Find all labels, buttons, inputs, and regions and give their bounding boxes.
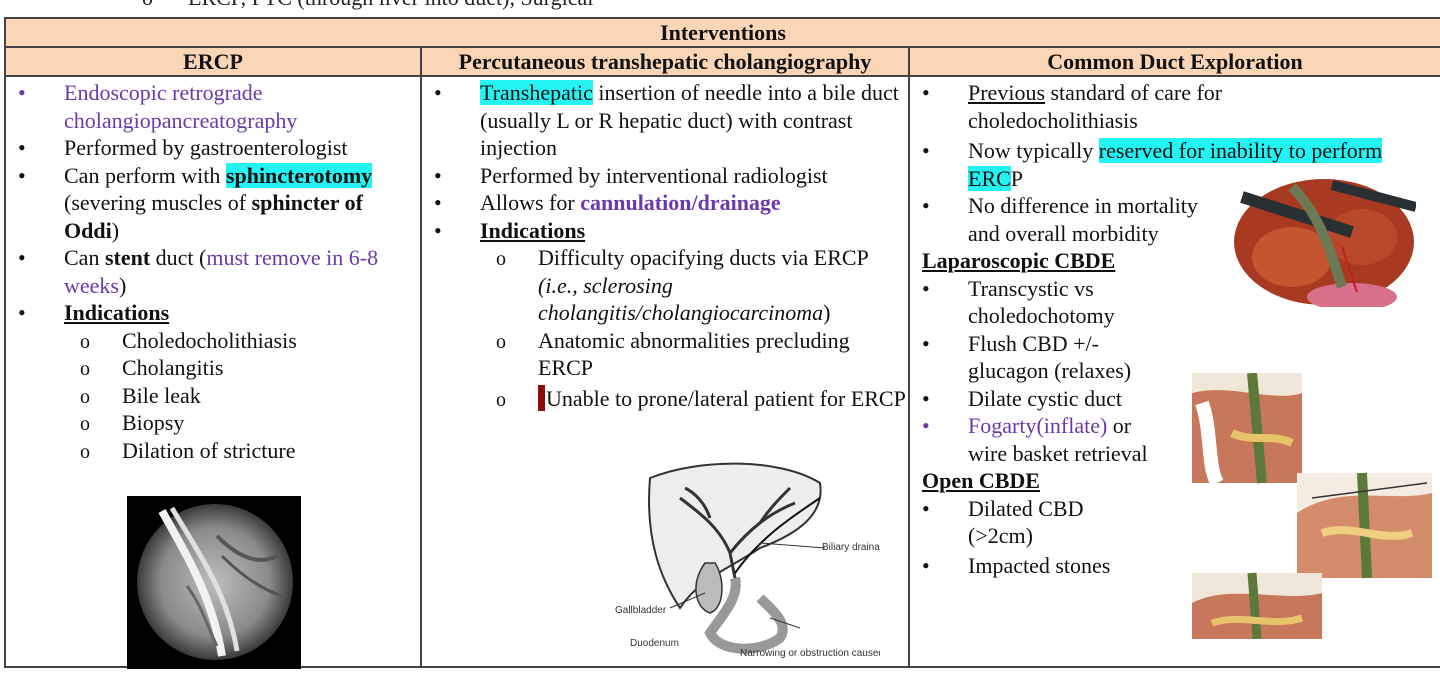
ptc-cell: Transhepatic insertion of needle into a … bbox=[420, 75, 910, 668]
list-item: Dilate cystic duct bbox=[910, 385, 1170, 413]
text-span: Can perform with bbox=[64, 162, 226, 188]
list-item: Transcystic vs choledochotomy bbox=[910, 275, 1170, 330]
column-header-ercp: ERCP bbox=[4, 46, 422, 77]
text-span: No difference in mortality and overall m… bbox=[968, 193, 1198, 246]
text-span: ) bbox=[111, 217, 120, 243]
ercp-indications-list: Choledocholithiasis Cholangitis Bile lea… bbox=[64, 327, 420, 466]
cde-list: Previous standard of care for choledocho… bbox=[910, 79, 1383, 247]
figure-label-narrowing: Narrowing or obstruction caused by tumor bbox=[740, 648, 880, 658]
list-item: Cholangitis bbox=[64, 354, 420, 383]
list-item: Performed by gastroenterologist bbox=[6, 134, 420, 162]
list-item: Indications Difficulty opacifying ducts … bbox=[422, 217, 908, 414]
list-item: Indications Choledocholithiasis Cholangi… bbox=[6, 299, 420, 466]
cbde-illustrations-image bbox=[1192, 373, 1432, 639]
open-cbde-heading: Open CBDE bbox=[922, 468, 1040, 493]
list-item: Flush CBD +/- glucagon (relaxes) bbox=[910, 330, 1170, 385]
column-header-ptc: Percutaneous transhepatic cholangiograph… bbox=[420, 46, 910, 77]
ptc-indications-heading: Indications bbox=[480, 217, 586, 243]
ptc-diagram-image: Biliary drainage catheter Gallbladder Du… bbox=[615, 462, 880, 658]
text-span: or wire basket retrieval bbox=[968, 413, 1148, 466]
ercp-cell: Endoscopic retrograde cholangiopancreato… bbox=[4, 75, 422, 669]
open-list: Dilated CBD (>2cm) Impacted stones bbox=[910, 495, 1150, 580]
text-span: (severing muscles of bbox=[64, 190, 252, 215]
laparoscopic-instruments-image bbox=[1234, 179, 1416, 307]
ercp-list: Endoscopic retrograde cholangiopancreato… bbox=[6, 79, 420, 466]
ercp-indications-heading: Indications bbox=[64, 300, 170, 325]
list-item: Biopsy bbox=[64, 409, 420, 438]
column-header-cde: Common Duct Exploration bbox=[907, 46, 1440, 77]
text-span: Can bbox=[64, 245, 105, 270]
ercp-fluoroscopy-image bbox=[127, 496, 301, 669]
text-span: standard of care for choledocholithiasis bbox=[968, 80, 1223, 133]
figure-label-gallbladder: Gallbladder bbox=[615, 605, 667, 616]
ptc-performer: Performed by interventional radiologist bbox=[480, 162, 828, 188]
text-span: ) bbox=[118, 272, 127, 298]
list-item: Choledocholithiasis bbox=[64, 327, 420, 356]
list-item: Endoscopic retrograde cholangiopancreato… bbox=[6, 79, 420, 134]
list-item: Fogarty(inflate) or wire basket retrieva… bbox=[910, 412, 1170, 467]
cde-cell: Previous standard of care for choledocho… bbox=[907, 75, 1440, 668]
list-item: Bile leak bbox=[64, 382, 420, 411]
list-item: Now typically reserved for inability to … bbox=[910, 137, 1388, 192]
italic-example: (i.e., sclerosing cholangitis/cholangioc… bbox=[538, 272, 824, 326]
cursor-mark bbox=[538, 384, 545, 411]
highlight-sphincterotomy: sphincterotomy bbox=[225, 162, 373, 188]
list-item: Impacted stones bbox=[910, 552, 1150, 580]
sub-bullet: o bbox=[142, 0, 153, 9]
ptc-list: Transhepatic insertion of needle into a … bbox=[422, 79, 908, 414]
figure-label-duodenum: Duodenum bbox=[630, 638, 679, 649]
list-item: Can stent duct (must remove in 6-8 weeks… bbox=[6, 244, 420, 299]
text-span: Allows for bbox=[480, 190, 581, 215]
list-item: Difficulty opacifying ducts via ERCP (i.… bbox=[480, 244, 908, 327]
text-span: insertion of needle into a bile duct (us… bbox=[480, 80, 899, 160]
bold-stent: stent bbox=[104, 245, 151, 270]
list-item: Transhepatic insertion of needle into a … bbox=[422, 79, 908, 162]
list-item: Allows for cannulation/drainage bbox=[422, 189, 908, 217]
list-item: No difference in mortality and overall m… bbox=[910, 192, 1198, 247]
text-span: Now typically bbox=[968, 138, 1099, 163]
ercp-definition: Endoscopic retrograde cholangiopancreato… bbox=[64, 80, 298, 133]
previous-section-fragment: o ERCP, PTC (through liver into duct), S… bbox=[0, 0, 1440, 9]
list-item: Anatomic abnormalities precluding ERCP bbox=[480, 327, 908, 382]
ptc-indications-list: Difficulty opacifying ducts via ERCP (i.… bbox=[480, 244, 908, 413]
list-item: Performed by interventional radiologist bbox=[422, 162, 908, 190]
list-item: Previous standard of care for choledocho… bbox=[910, 79, 1240, 134]
laparoscopic-cbde-heading: Laparoscopic CBDE bbox=[922, 248, 1116, 273]
ercp-performer: Performed by gastroenterologist bbox=[64, 135, 348, 160]
text-span: duct ( bbox=[150, 245, 207, 270]
purple-fogarty: Fogarty(inflate) bbox=[968, 413, 1108, 438]
bold-sphincter: sphincter of Oddi bbox=[64, 190, 363, 243]
underline-previous: Previous bbox=[968, 80, 1045, 105]
text-span: Unable to prone/lateral patient for ERCP bbox=[546, 385, 906, 411]
figure-label-biliary: Biliary drainage catheter bbox=[822, 542, 880, 553]
list-item: Dilated CBD (>2cm) bbox=[910, 495, 1150, 550]
laparoscopic-list: Transcystic vs choledochotomy Flush CBD … bbox=[910, 275, 1170, 468]
list-item: Unable to prone/lateral patient for ERCP bbox=[480, 384, 908, 413]
interventions-table: Interventions ERCP Percutaneous transhep… bbox=[3, 17, 1440, 669]
text-span: Difficulty opacifying ducts via ERCP bbox=[538, 245, 868, 270]
text-span: P bbox=[1010, 165, 1024, 191]
list-item: Can perform with sphincterotomy (severin… bbox=[6, 162, 420, 245]
table-title: Interventions bbox=[3, 17, 1440, 48]
purple-stent-note: must remove in 6-8 weeks bbox=[64, 245, 379, 298]
fragment-text: ERCP, PTC (through liver into duct), Sur… bbox=[188, 0, 593, 9]
list-item: Dilation of stricture bbox=[64, 437, 420, 466]
highlight-transhepatic: Transhepatic bbox=[480, 80, 593, 105]
purple-cannulation: cannulation/drainage bbox=[580, 190, 781, 215]
text-span: ) bbox=[823, 300, 831, 325]
